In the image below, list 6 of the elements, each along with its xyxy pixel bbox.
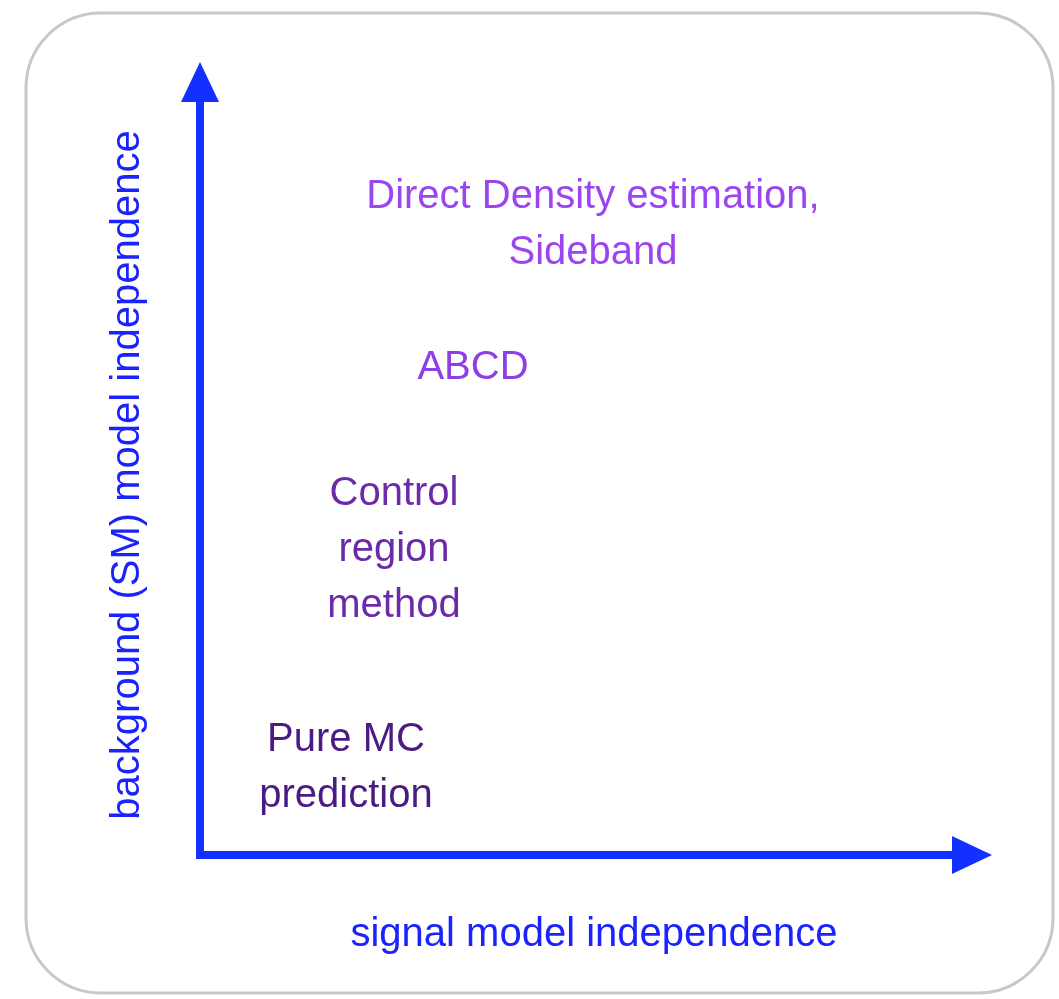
method-label: Pure MC prediction (258, 714, 434, 817)
method-label: Control region method (326, 468, 462, 627)
method-label: Direct Density estimation, Sideband (365, 171, 821, 274)
y-axis-title: background (SM) model independence (102, 129, 148, 822)
method-label: ABCD (416, 342, 530, 389)
x-axis-title: signal model independence (349, 909, 839, 956)
